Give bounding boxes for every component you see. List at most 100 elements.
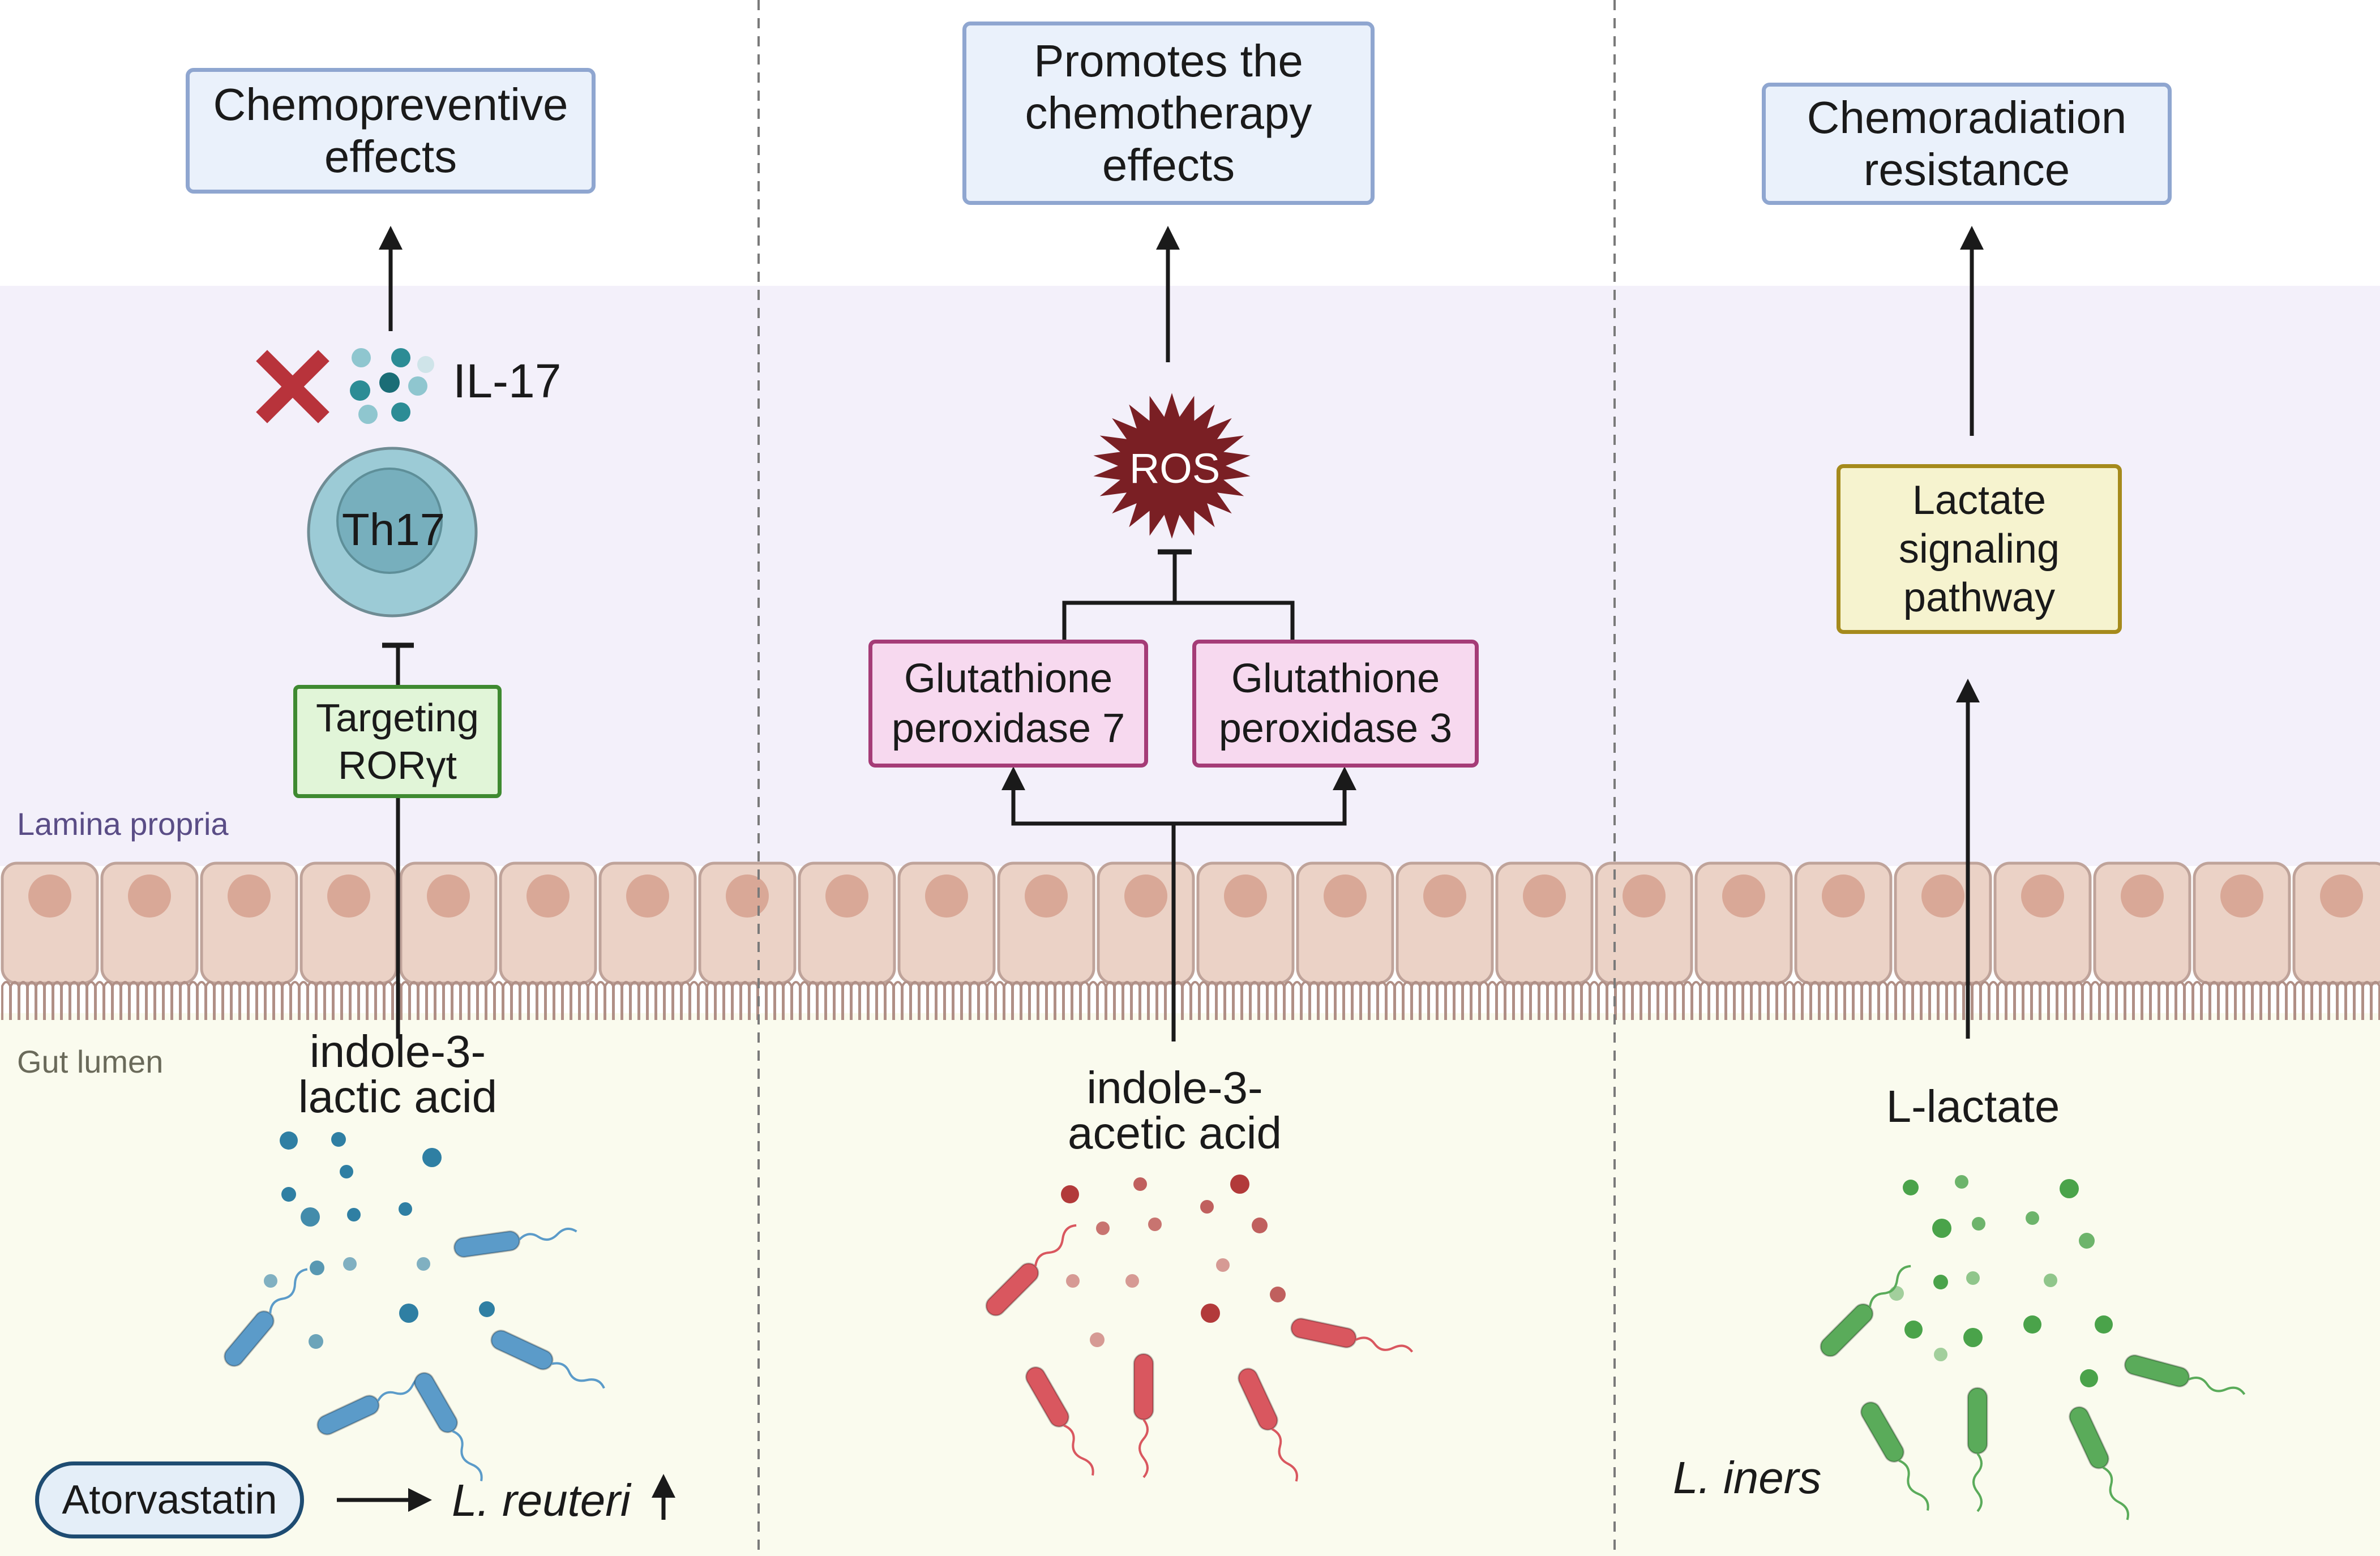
bacterium-flagellum (1869, 1264, 1911, 1308)
bacterium-icon (1820, 1264, 1911, 1357)
metabolite-particle (2026, 1211, 2039, 1225)
ila-particles (264, 1131, 495, 1349)
cell-nucleus (2021, 875, 2064, 918)
bacterium-flagellum (1972, 1452, 1983, 1512)
inhibition-x-icon (256, 350, 329, 423)
epithelium-layer (1, 861, 2380, 985)
epithelial-cell (2093, 861, 2191, 985)
metabolite-particle (1125, 1274, 1139, 1288)
metabolite-particle (1903, 1180, 1919, 1195)
bacterium-icon (1860, 1401, 1929, 1511)
metabolite-particle (2080, 1369, 2098, 1387)
bacterium-icon (1967, 1387, 1988, 1512)
metabolite-particle (399, 1304, 418, 1323)
metabolite-particle (1216, 1258, 1230, 1272)
lactate-particles (1889, 1175, 2113, 1387)
cell-nucleus (228, 875, 271, 918)
metabolite-particle (2095, 1315, 2113, 1334)
cell-nucleus (427, 875, 470, 918)
bacterium-flagellum (1034, 1224, 1077, 1267)
metabolite-particle (1955, 1175, 1968, 1189)
bacterium-body (1967, 1387, 1988, 1455)
microvilli (1, 981, 2380, 1020)
metabolite-particle (1066, 1274, 1080, 1288)
lamina-propria-label: Lamina propria (17, 806, 229, 842)
bacterium-flagellum (2188, 1377, 2246, 1395)
metabolite-particle (2044, 1274, 2057, 1287)
cell-nucleus (1324, 875, 1367, 918)
ros-burst-icon (1093, 393, 1251, 539)
iaa-split-bracket (1001, 766, 1356, 826)
cell-nucleus (1822, 875, 1865, 918)
cell-nucleus (1124, 875, 1167, 918)
metabolite-particle (2060, 1179, 2079, 1198)
bacterium-body (1133, 1353, 1154, 1421)
cell-nucleus (1623, 875, 1666, 918)
metabolite-particle (1270, 1287, 1286, 1302)
bacterium-flagellum (2102, 1466, 2129, 1520)
bacterium-icon (414, 1371, 483, 1481)
metabolite-particle (264, 1274, 277, 1288)
cell-nucleus (2220, 875, 2263, 918)
metabolite-particle (1200, 1200, 1214, 1214)
metabolite-particle (1230, 1174, 1249, 1194)
metabolite-particle (281, 1187, 296, 1202)
metabolite-particle (1889, 1286, 1904, 1301)
metabolite-particle (479, 1301, 495, 1317)
bacterium-body (2124, 1354, 2190, 1388)
metabolite-particle (1252, 1218, 1268, 1233)
iaa-label: indole-3- acetic acid (1068, 1062, 1282, 1158)
cell-nucleus (626, 875, 669, 918)
bacterium-icon (1290, 1317, 1414, 1353)
bacterium-flagellum (1898, 1459, 1929, 1511)
chemopreventive-box: Chemopreventive effects (186, 68, 596, 194)
iaa-particles (1061, 1174, 1286, 1347)
rorgt-target-box: Targeting RORγt (293, 685, 502, 798)
th17-label: Th17 (341, 504, 446, 555)
il17-cytokine-icon (350, 348, 434, 424)
epithelial-cell (598, 861, 697, 985)
bacterium-flagellum (519, 1227, 577, 1241)
bacterium-icon (2124, 1354, 2246, 1395)
cell-nucleus (1921, 875, 1964, 918)
lactate-label: L-lactate (1886, 1081, 2060, 1131)
th17-cell-icon (307, 447, 478, 618)
metabolite-particle (1061, 1185, 1079, 1203)
metabolite-particle (422, 1148, 442, 1167)
bacterium-flagellum (1063, 1424, 1094, 1476)
metabolite-particle (347, 1208, 361, 1221)
cell-nucleus (726, 875, 769, 918)
lactate-pathway-box: Lactate signaling pathway (1837, 464, 2122, 634)
metabolite-particle (309, 1334, 323, 1349)
metabolite-particle (1090, 1332, 1105, 1347)
bacterium-flagellum (551, 1362, 605, 1389)
cell-nucleus (1224, 875, 1267, 918)
bacterium-body (453, 1230, 521, 1258)
metabolite-particle (1933, 1275, 1948, 1289)
cell-nucleus (825, 875, 868, 918)
cell-nucleus (28, 875, 71, 918)
bacterium-icon (1238, 1368, 1298, 1482)
reuteri-bacteria (224, 1227, 605, 1481)
bacterium-icon (224, 1268, 308, 1367)
metabolite-particle (399, 1202, 412, 1216)
bacterium-icon (453, 1227, 577, 1258)
metabolite-particle (340, 1165, 353, 1178)
metabolite-particle (310, 1261, 324, 1275)
microvilli-path (1, 981, 2380, 1020)
bacterium-flagellum (269, 1268, 308, 1314)
chemoradiation-box: Chemoradiation resistance (1762, 83, 2172, 205)
metabolite-particle (1932, 1219, 1951, 1238)
metabolite-particle (1096, 1221, 1110, 1235)
metabolite-particle (280, 1131, 298, 1150)
bacterium-icon (985, 1224, 1077, 1317)
ila-label: indole-3- lactic acid (298, 1026, 498, 1122)
epithelial-cell (997, 861, 1095, 985)
cell-nucleus (526, 875, 570, 918)
metabolite-particle (1963, 1328, 1983, 1347)
cell-nucleus (1722, 875, 1765, 918)
bacterium-icon (490, 1330, 605, 1389)
bacterium-icon (1025, 1366, 1094, 1476)
